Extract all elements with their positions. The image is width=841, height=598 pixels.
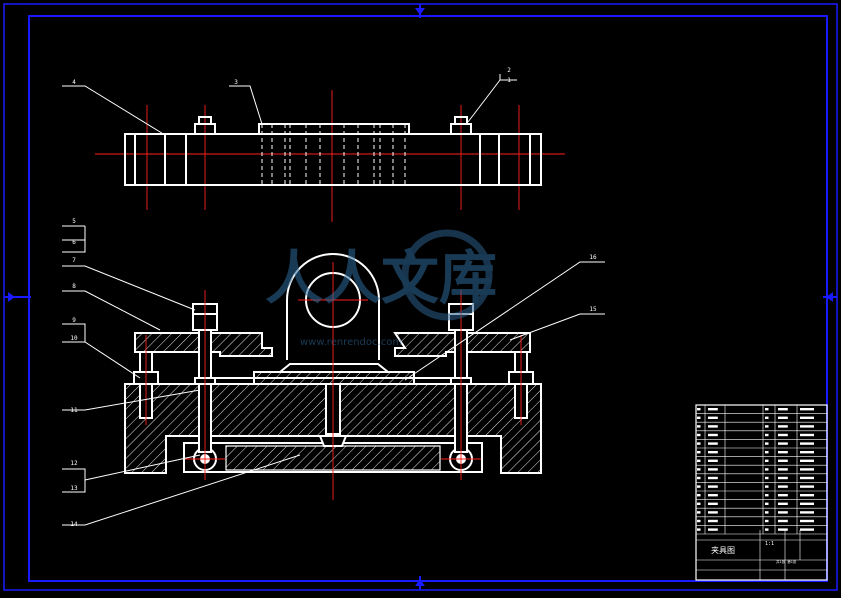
balloon-label-13: 13 (70, 485, 78, 492)
title-block: 夹具图 1:1 共1张 第1张 (695, 404, 828, 581)
balloon-label-6: 6 (72, 239, 76, 246)
inner-frame (28, 15, 828, 582)
drawing-name: 夹具图 (711, 545, 735, 555)
balloon-label-1: 1 (507, 77, 511, 84)
balloon-label-4: 4 (72, 79, 76, 86)
balloon-label-10: 10 (70, 335, 78, 342)
watermark-logo-text: 人人文库 (265, 244, 497, 312)
front-view (124, 253, 542, 500)
balloon-label-7: 7 (72, 257, 76, 264)
balloon-label-15: 15 (589, 306, 597, 313)
balloon-label-11: 11 (70, 407, 78, 414)
balloon-label-12: 12 (70, 460, 78, 467)
balloon-label-16: 16 (589, 254, 597, 261)
balloon-label-2: 2 (507, 67, 511, 74)
leader-lines (62, 74, 605, 526)
watermark-url: www.renrendoc.com (300, 337, 402, 348)
balloon-label-14: 14 (70, 521, 78, 528)
drawing-scale: 1:1 (765, 541, 774, 547)
top-view (95, 90, 565, 222)
balloon-label-3: 3 (234, 79, 238, 86)
watermark: 人人文库 www.renrendoc.com (265, 229, 497, 348)
frame-arrows (8, 8, 833, 586)
balloon-label-5: 5 (72, 218, 76, 225)
sheet-label: 共1张 第1张 (776, 559, 797, 564)
balloon-label-9: 9 (72, 317, 76, 324)
balloon-label-8: 8 (72, 283, 76, 290)
